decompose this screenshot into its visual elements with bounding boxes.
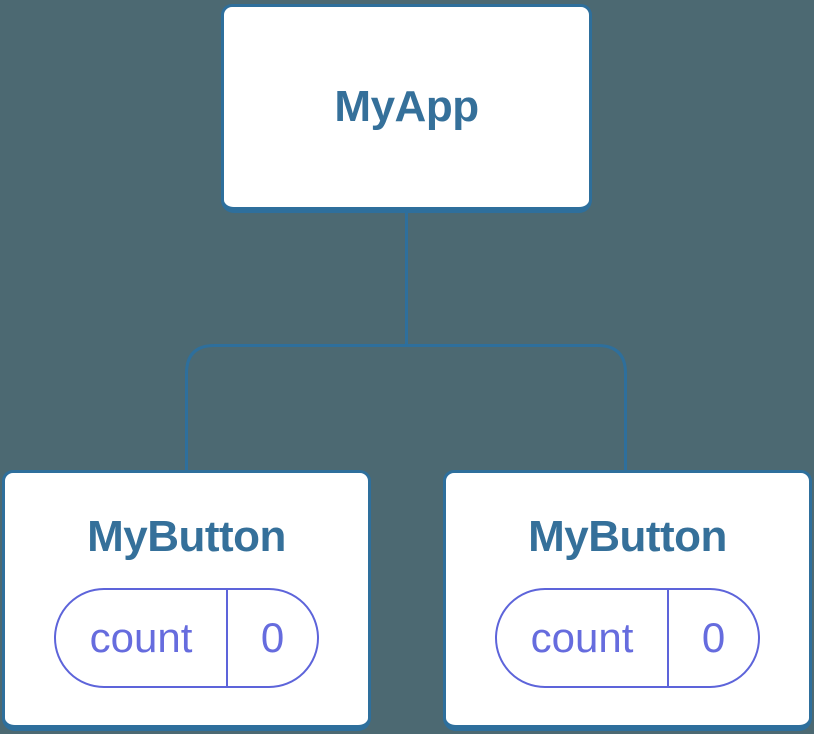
state-value-right: 0 — [701, 614, 726, 662]
state-key-right: count — [497, 590, 669, 687]
node-label-mybutton-left: MyButton — [87, 512, 286, 561]
tree-node-mybutton-right: MyButton count 0 — [443, 470, 812, 731]
state-pill-right: count 0 — [495, 588, 760, 689]
tree-node-mybutton-left: MyButton count 0 — [2, 470, 371, 731]
tree-node-myapp: MyApp — [221, 4, 592, 213]
state-key-left: count — [56, 590, 228, 687]
children-bracket-line — [185, 344, 627, 472]
state-value-left: 0 — [260, 614, 285, 662]
node-label-mybutton-right: MyButton — [528, 512, 727, 561]
state-pill-left: count 0 — [54, 588, 319, 689]
node-label-myapp: MyApp — [334, 81, 479, 131]
